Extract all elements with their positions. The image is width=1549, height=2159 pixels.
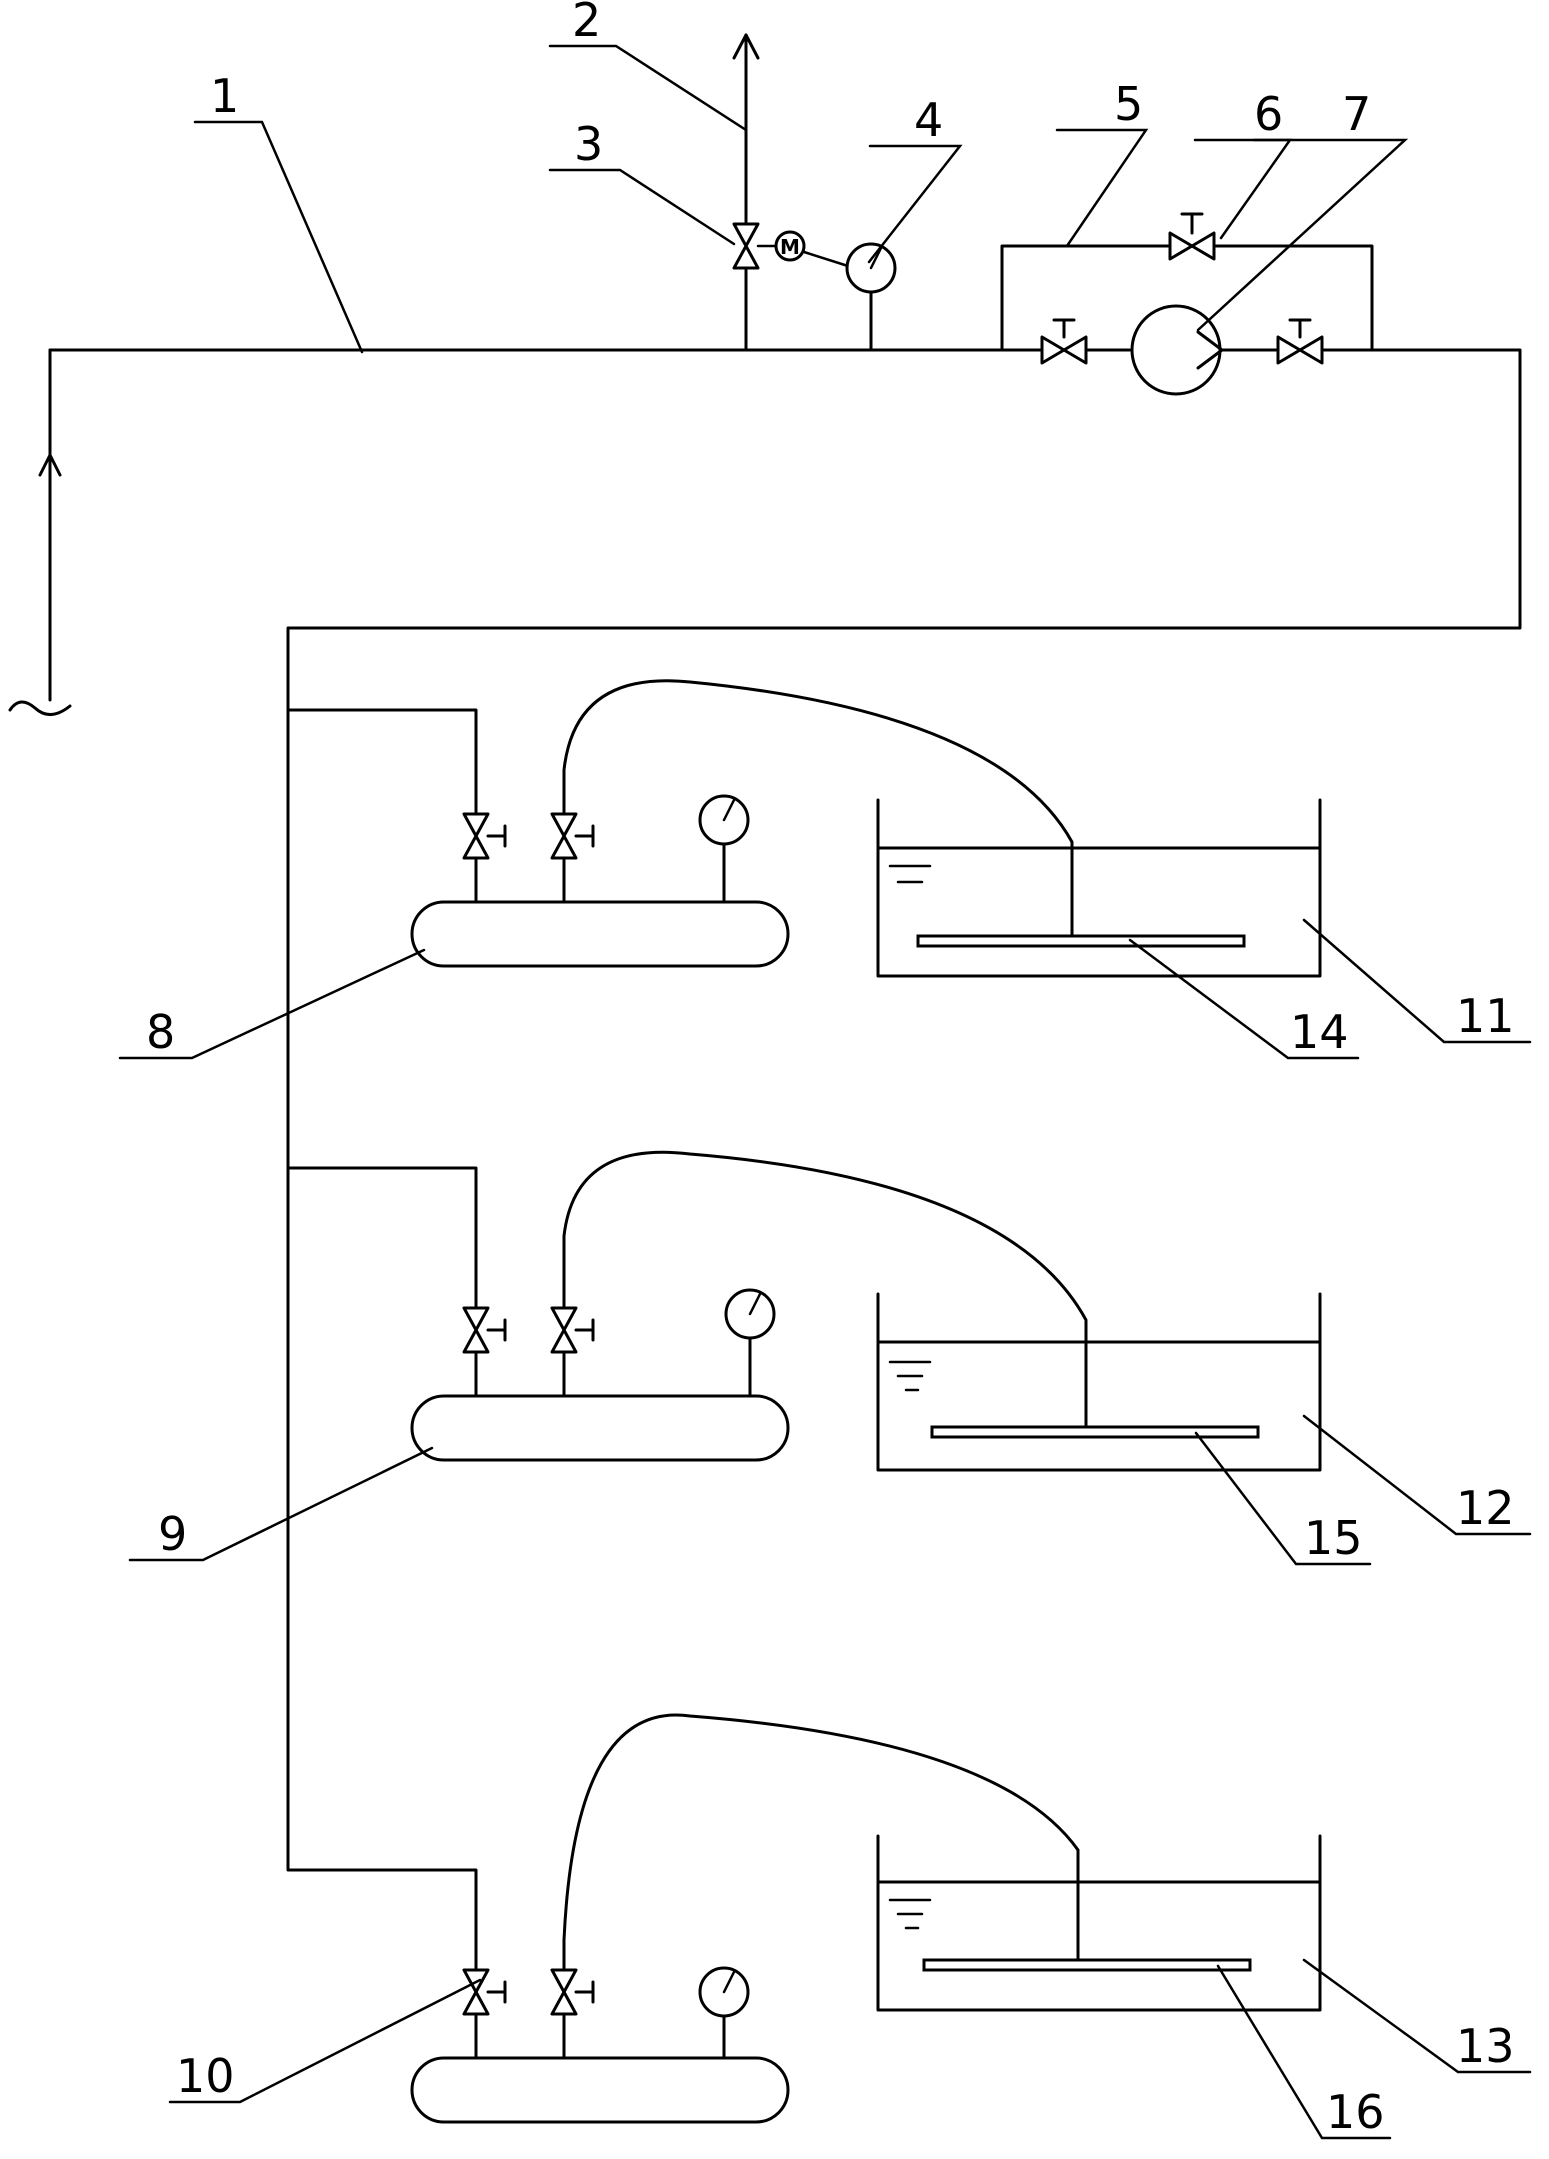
label-4: 4: [914, 93, 943, 147]
branch-unit-1: [286, 679, 1322, 978]
label-9: 9: [158, 1507, 187, 1561]
water-tank-12: [876, 1292, 1322, 1472]
aeration-plate-16: [922, 1958, 1252, 1972]
label-14: 14: [1290, 1005, 1349, 1059]
label-7: 7: [1342, 87, 1371, 141]
label-16: 16: [1326, 2085, 1385, 2139]
branch-unit-3: [410, 1713, 1322, 2124]
label-11: 11: [1456, 989, 1515, 1043]
branch-unit-2: [286, 1150, 1322, 1472]
vent-line: M: [732, 33, 806, 352]
pump-inlet-valve: [1040, 335, 1088, 365]
bypass-valve: [1168, 231, 1216, 261]
label-10: 10: [176, 2049, 235, 2103]
aeration-plate-15: [930, 1425, 1260, 1439]
manifold-tank-8: [410, 900, 790, 968]
main-pipeline: [8, 348, 1522, 1970]
water-tank-11: [876, 798, 1322, 978]
label-8: 8: [146, 1005, 175, 1059]
main-pressure-gauge: [802, 242, 897, 352]
pump-bypass-assembly: [1000, 212, 1374, 396]
label-13: 13: [1456, 2019, 1515, 2073]
component-labels: 1 2 3 4 5 6 7 8 9 10 11 12 13 14 15 16: [146, 0, 1515, 2139]
inlet-flow-arrow: [38, 453, 62, 477]
label-2: 2: [572, 0, 601, 47]
label-5: 5: [1114, 77, 1143, 131]
manifold-tank-10: [410, 2056, 790, 2124]
label-6: 6: [1254, 87, 1283, 141]
manifold-tank-9: [410, 1394, 790, 1462]
label-1: 1: [210, 69, 239, 123]
leader-lines: [118, 44, 1532, 2140]
motor-symbol: M: [780, 235, 800, 259]
water-tank-13: [876, 1834, 1322, 2012]
label-12: 12: [1456, 1481, 1515, 1535]
motor-icon: [774, 230, 806, 262]
motorized-valve: [732, 222, 760, 270]
label-3: 3: [574, 117, 603, 171]
pump-icon: [1130, 304, 1222, 396]
break-symbol: [8, 700, 72, 716]
label-15: 15: [1304, 1511, 1363, 1565]
vent-arrow: [732, 33, 760, 60]
aeration-plate-14: [916, 934, 1246, 948]
pump-outlet-valve: [1276, 335, 1324, 365]
